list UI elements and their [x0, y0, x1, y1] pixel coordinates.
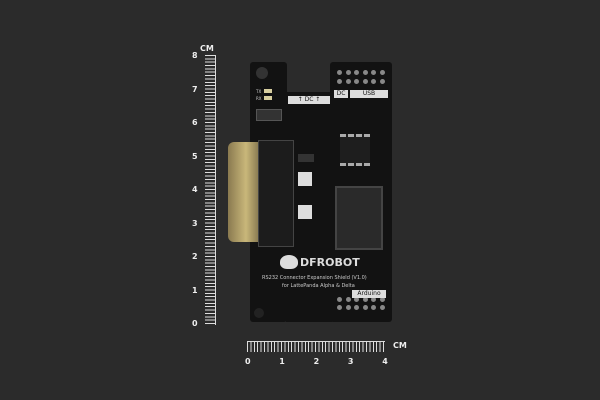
header-pin	[354, 79, 359, 84]
horizontal-tick-label: 3	[347, 357, 354, 366]
usb-label: USB	[350, 90, 388, 98]
transformer	[335, 186, 383, 250]
header-pin	[337, 297, 342, 302]
horizontal-ruler	[247, 341, 385, 352]
header-pin	[362, 305, 368, 310]
dc-arrow-label: ↑ DC ↑	[288, 96, 330, 104]
board-title: RS232 Connector Expansion Shield (V1.0)	[262, 275, 367, 281]
tx-led-label: TX	[256, 89, 262, 94]
vertical-tick-label: 3	[192, 218, 198, 228]
header-pin	[354, 305, 359, 310]
header-pin	[354, 297, 359, 302]
header-pin	[345, 305, 351, 310]
vertical-tick-label: 7	[192, 84, 198, 94]
vertical-tick-label: 0	[192, 319, 198, 328]
db9-body	[258, 140, 294, 247]
vertical-ruler	[205, 55, 216, 325]
header-pin	[371, 297, 376, 302]
header-pin	[337, 70, 342, 75]
header-pin	[362, 297, 368, 302]
header-pin	[345, 79, 351, 84]
header-pin	[362, 70, 368, 75]
horizontal-tick-label: 0	[245, 357, 251, 366]
vertical-tick-label: 8	[192, 51, 198, 60]
vertical-tick-label: 1	[192, 285, 198, 295]
header-pin	[362, 79, 368, 84]
vertical-tick-label: 5	[192, 151, 198, 161]
header-pin	[354, 70, 359, 75]
dc-label: DC	[334, 90, 348, 98]
arduino-label: Arduino	[352, 290, 386, 298]
header-pin	[371, 79, 376, 84]
header-pin	[371, 305, 376, 310]
vertical-tick-label: 2	[192, 252, 198, 261]
brand-name: DFROBOT	[300, 256, 360, 269]
jumper-header	[256, 109, 282, 121]
capacitor	[298, 154, 314, 162]
horizontal-tick-label: 1	[279, 357, 285, 366]
header-pin	[337, 79, 342, 84]
mounting-hole	[254, 308, 264, 318]
vertical-tick-label: 4	[192, 185, 198, 194]
capacitor	[298, 172, 312, 186]
dfrobot-logo	[280, 255, 298, 269]
header-pin	[379, 70, 385, 75]
header-pin	[337, 305, 342, 310]
board-subtitle: for LattePanda Alpha & Delta	[282, 283, 355, 289]
horizontal-ruler-unit: CM	[393, 341, 407, 350]
header-pin	[371, 70, 376, 75]
vertical-tick-label: 6	[192, 118, 198, 127]
mounting-hole	[256, 67, 268, 79]
header-pin	[379, 297, 385, 302]
vertical-ruler-unit: CM	[200, 44, 214, 53]
rx-led-label: RX	[256, 96, 262, 101]
header-pin	[379, 305, 385, 310]
led	[264, 96, 272, 100]
horizontal-tick-label: 2	[313, 357, 320, 366]
header-pin	[379, 79, 385, 84]
horizontal-tick-label: 4	[382, 357, 388, 366]
header-pin	[345, 297, 351, 302]
header-pin	[345, 70, 351, 75]
capacitor	[298, 205, 312, 219]
led	[264, 89, 272, 93]
ic-chip	[340, 134, 370, 166]
